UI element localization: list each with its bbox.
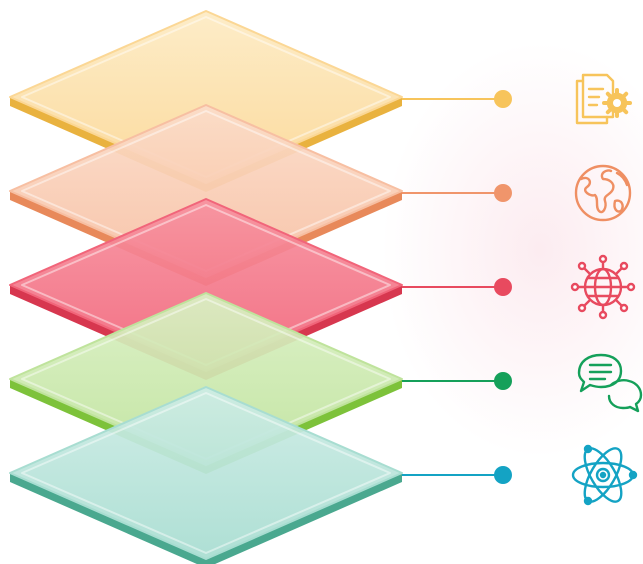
- network-globe-icon: [570, 254, 636, 320]
- connectors: [402, 90, 512, 484]
- connector-dot: [494, 466, 512, 484]
- chat-bubbles-icon: [577, 353, 643, 413]
- icons: [570, 73, 643, 506]
- layer-highlight: [21, 392, 391, 554]
- atom-icon: [571, 444, 638, 506]
- connector-dot: [494, 372, 512, 390]
- documents-settings-icon: [575, 73, 632, 125]
- connector-dot: [494, 90, 512, 108]
- background-glow: [380, 40, 643, 460]
- globe-icon: [574, 164, 632, 222]
- connector-dot: [494, 278, 512, 296]
- layer-stack: [9, 10, 403, 564]
- stack-layer: [9, 386, 403, 564]
- layer-top-face: [9, 386, 403, 560]
- connector-dot: [494, 184, 512, 202]
